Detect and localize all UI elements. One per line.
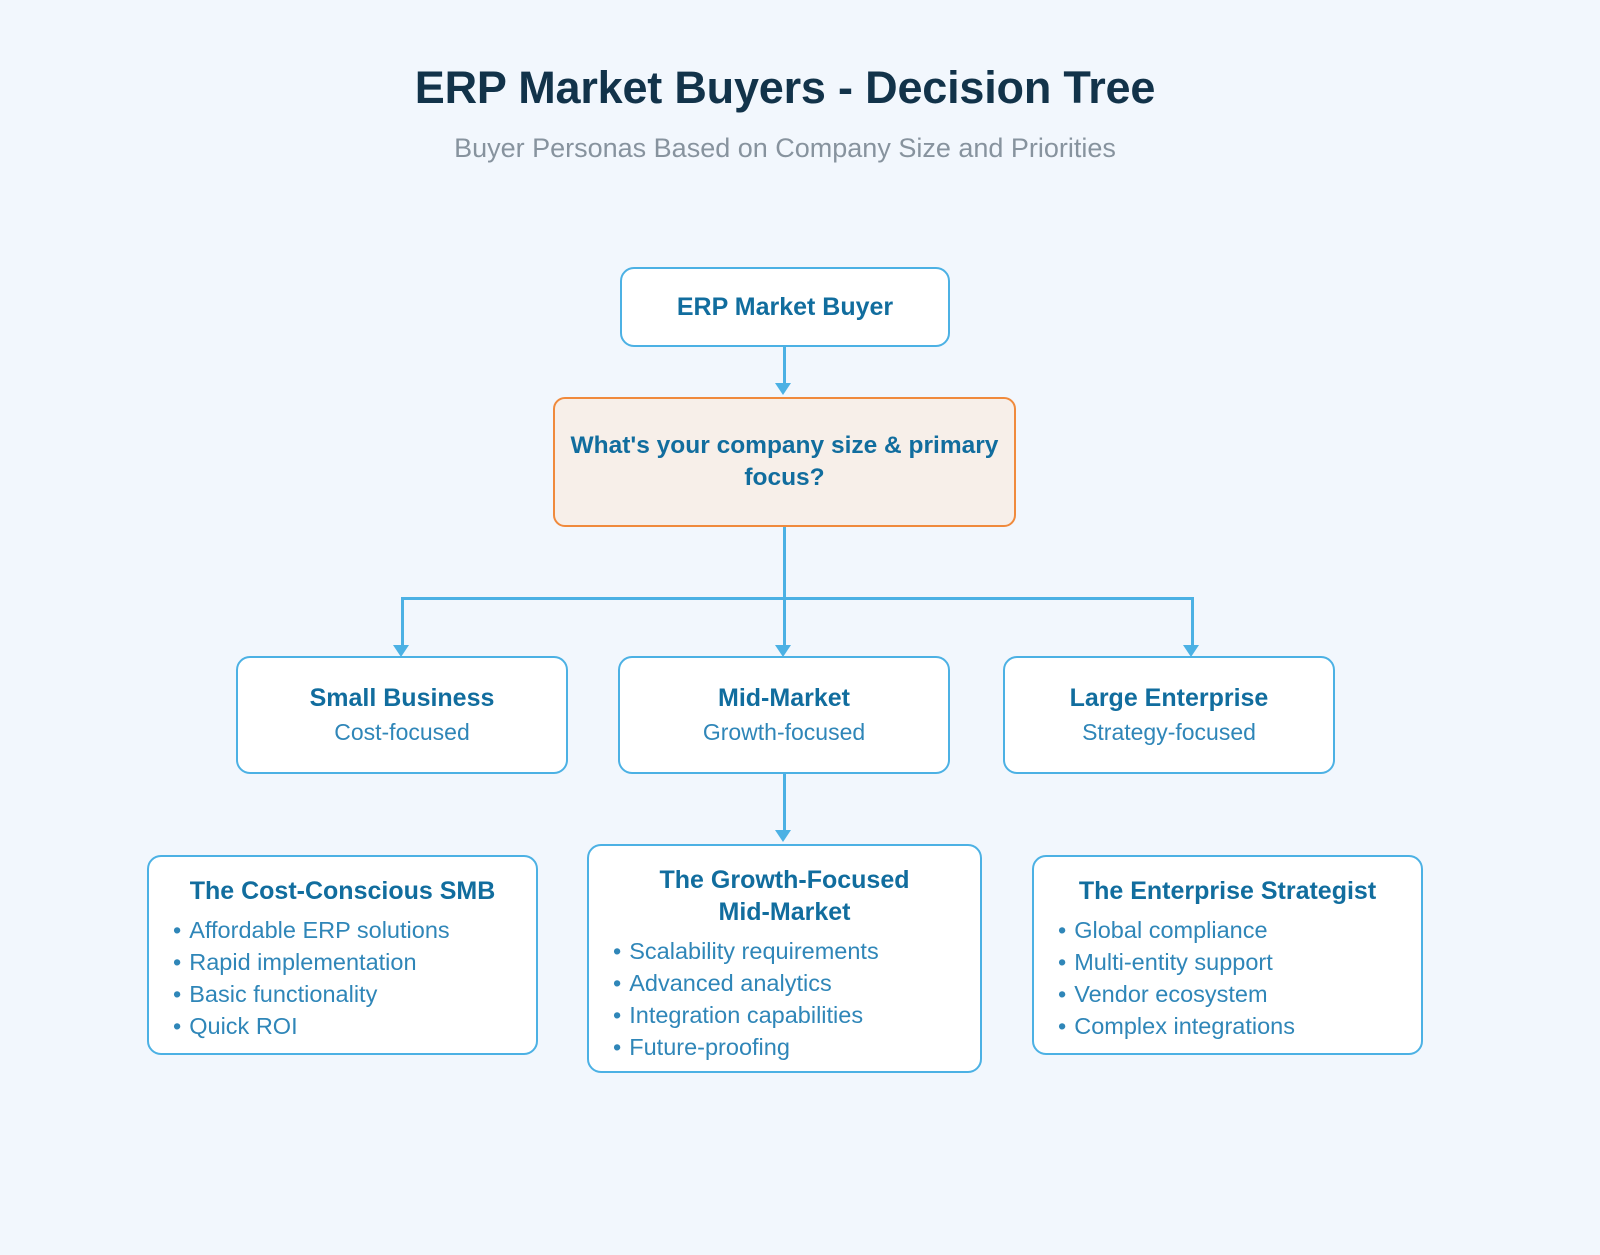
persona-list: Global complianceMulti-entity supportVen… [1058, 915, 1397, 1043]
connector-branch-bar [402, 597, 1193, 600]
arrowhead-mid-market [775, 645, 791, 657]
persona-list: Scalability requirementsAdvanced analyti… [613, 936, 956, 1064]
connector-to-small-business [401, 597, 404, 647]
branch-title: Large Enterprise [1069, 684, 1269, 712]
persona-list-item: Rapid implementation [173, 947, 512, 979]
connector-to-large-enterprise [1191, 597, 1194, 647]
connector-to-mid-market [783, 597, 786, 647]
node-root-erp-market-buyer[interactable]: ERP Market Buyer [620, 267, 950, 347]
persona-list-item: Multi-entity support [1058, 947, 1397, 979]
branch-subtitle: Growth-focused [702, 719, 866, 745]
persona-list-item: Basic functionality [173, 979, 512, 1011]
persona-list-item: Scalability requirements [613, 936, 956, 968]
connector-root-to-decision [783, 347, 786, 385]
persona-list: Affordable ERP solutionsRapid implementa… [173, 915, 512, 1043]
node-decision-company-size[interactable]: What's your company size & primary focus… [553, 397, 1016, 527]
page-title: ERP Market Buyers - Decision Tree [414, 62, 1156, 113]
persona-title: The Growth-Focused Mid-Market [659, 866, 910, 926]
node-branch-small-business[interactable]: Small Business Cost-focused [236, 656, 568, 774]
branch-subtitle: Strategy-focused [1082, 719, 1256, 745]
arrowhead-mid-market-persona [775, 830, 791, 842]
persona-title: The Cost-Conscious SMB [189, 877, 496, 905]
persona-card-enterprise-strategist[interactable]: The Enterprise Strategist Global complia… [1032, 855, 1423, 1055]
node-root-label: ERP Market Buyer [676, 292, 894, 321]
arrowhead-large-enterprise [1183, 645, 1199, 657]
node-branch-large-enterprise[interactable]: Large Enterprise Strategy-focused [1003, 656, 1335, 774]
persona-list-item: Vendor ecosystem [1058, 979, 1397, 1011]
branch-title: Mid-Market [718, 684, 850, 712]
arrowhead-root-to-decision [775, 383, 791, 395]
persona-card-growth-focused-mid-market[interactable]: The Growth-Focused Mid-Market Scalabilit… [587, 844, 982, 1073]
node-branch-mid-market[interactable]: Mid-Market Growth-focused [618, 656, 950, 774]
page-subtitle: Buyer Personas Based on Company Size and… [454, 133, 1116, 163]
persona-list-item: Integration capabilities [613, 1000, 956, 1032]
persona-list-item: Quick ROI [173, 1011, 512, 1043]
connector-decision-trunk [783, 527, 786, 598]
arrowhead-small-business [393, 645, 409, 657]
persona-list-item: Affordable ERP solutions [173, 915, 512, 947]
persona-title: The Enterprise Strategist [1078, 877, 1377, 905]
persona-list-item: Future-proofing [613, 1032, 956, 1064]
branch-subtitle: Cost-focused [334, 719, 470, 745]
persona-list-item: Global compliance [1058, 915, 1397, 947]
persona-list-item: Complex integrations [1058, 1011, 1397, 1043]
persona-card-cost-conscious-smb[interactable]: The Cost-Conscious SMB Affordable ERP so… [147, 855, 538, 1055]
connector-mid-market-to-persona [783, 774, 786, 832]
node-decision-label: What's your company size & primary focus… [570, 431, 999, 491]
branch-title: Small Business [309, 684, 495, 712]
persona-list-item: Advanced analytics [613, 968, 956, 1000]
